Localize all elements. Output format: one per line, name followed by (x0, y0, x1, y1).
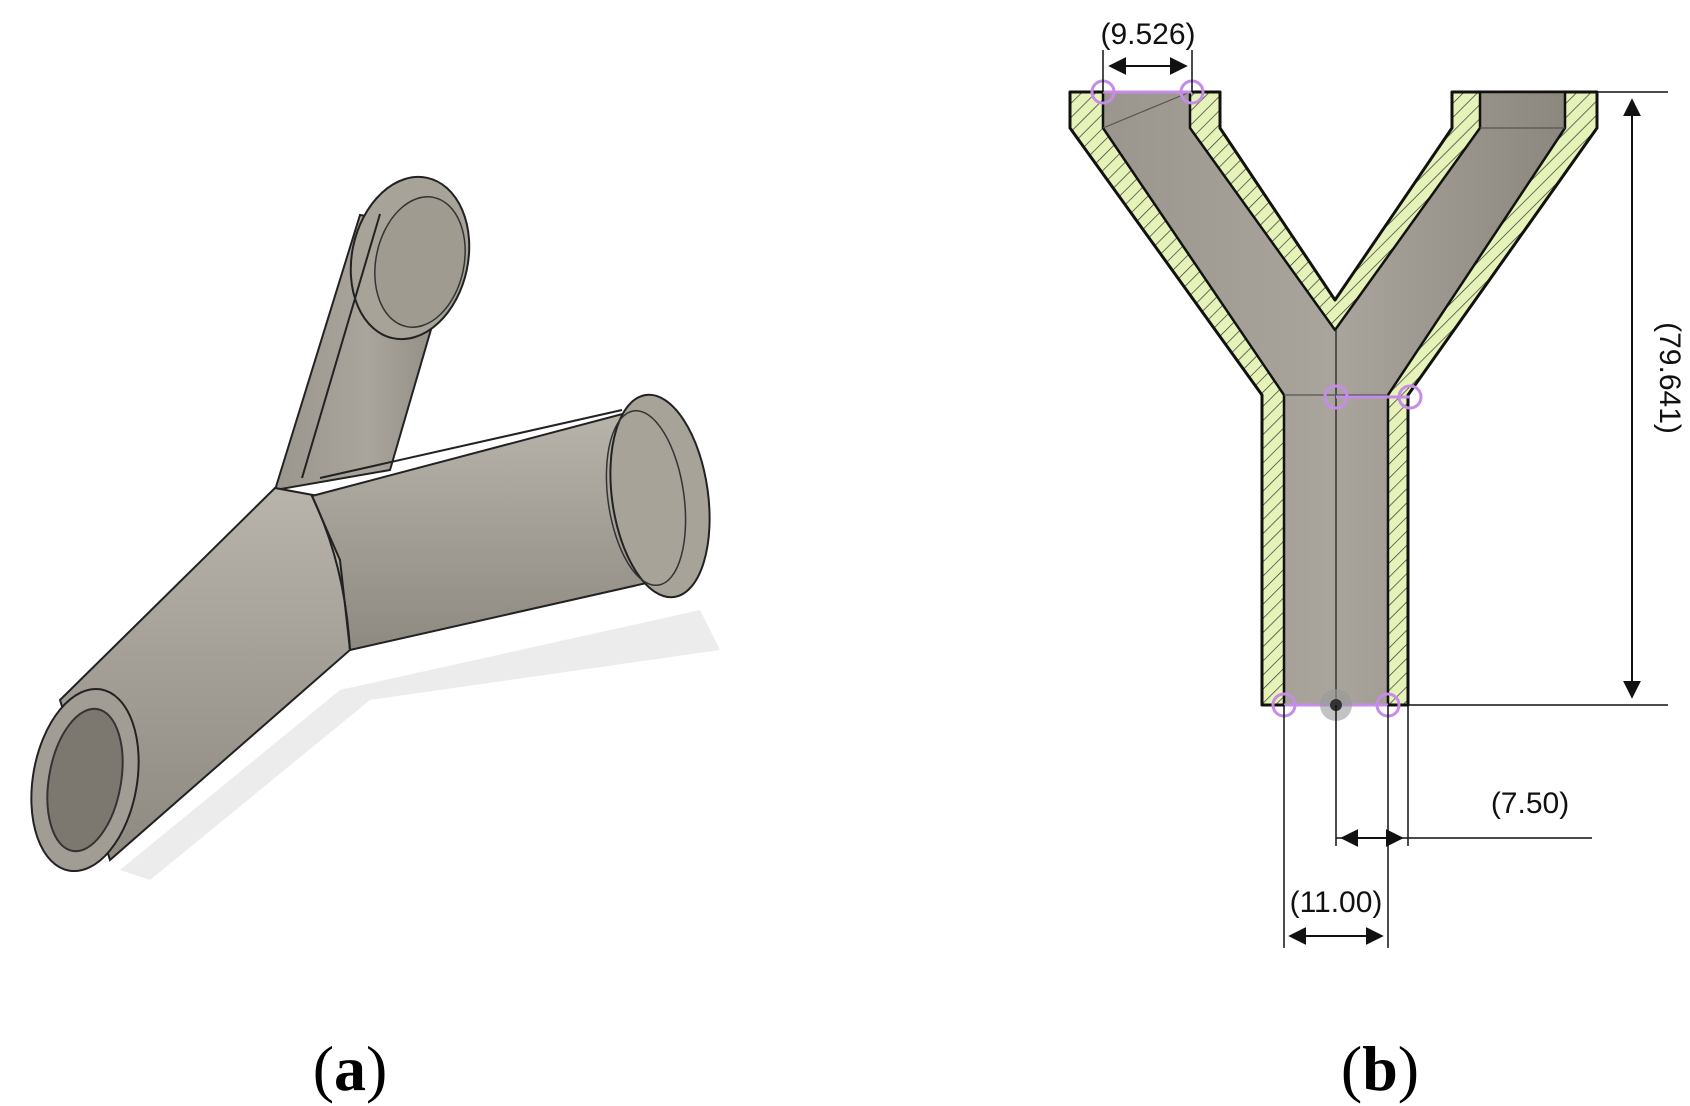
caption-a: (a) (313, 1033, 388, 1104)
dimension-top-width: (9.526) (1100, 18, 1196, 92)
dimension-height: (79.641) (1408, 91, 1686, 706)
model-shadow (120, 610, 720, 880)
panel-b-section-view: (9.526) (79.641) (7.50) (11.00) (1068, 18, 1686, 948)
dimension-top-width-label: (9.526) (1100, 18, 1195, 51)
caption-b: (b) (1341, 1033, 1419, 1104)
upper-branch (273, 175, 471, 492)
panel-a-3d-model (30, 175, 720, 880)
dimension-diameter: (11.00) (1283, 705, 1389, 948)
inner-bore (1101, 90, 1567, 707)
dimension-height-label: (79.641) (1653, 322, 1686, 434)
main-trunk (30, 486, 352, 873)
right-branch (310, 393, 711, 652)
dimension-diameter-label: (11.00) (1290, 886, 1383, 919)
dimension-radius: (7.50) (1335, 705, 1592, 847)
dimension-radius-label: (7.50) (1491, 787, 1569, 820)
